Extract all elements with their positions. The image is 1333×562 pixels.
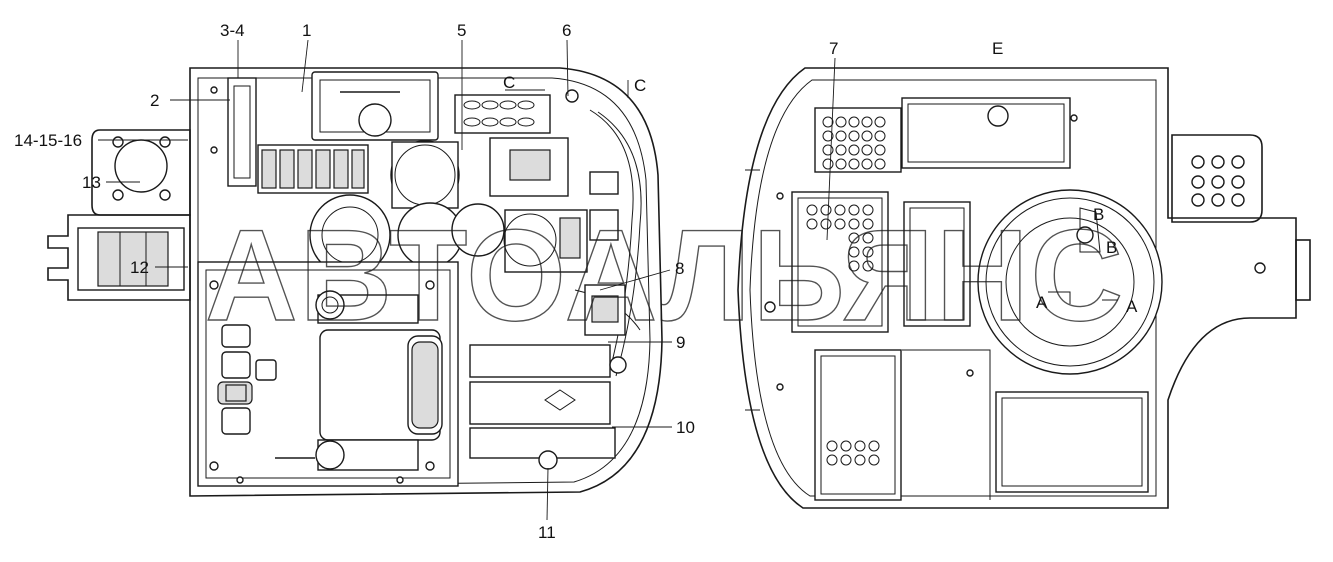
callout-9: 9 <box>676 333 685 352</box>
callout-6: 6 <box>562 21 571 40</box>
right-rear-bracket <box>1171 134 1263 223</box>
mounting-plate <box>227 77 257 187</box>
callout-13: 13 <box>82 173 101 192</box>
view-mark-e: E <box>992 39 1003 58</box>
callout-14-15-16: 14-15-16 <box>14 131 82 150</box>
watermark-text: АВТОАЛЬЯНС <box>205 202 1125 348</box>
leader-lines <box>98 39 836 521</box>
section-mark-a-right: A <box>1126 297 1138 316</box>
pedal-cluster <box>217 324 277 435</box>
section-mark-c-right: C <box>634 76 646 95</box>
callout-7: 7 <box>829 39 838 58</box>
rear-bracket-holes <box>1191 155 1245 207</box>
lower-left-panel <box>814 349 902 501</box>
transmission-housing <box>469 344 611 378</box>
callout-2: 2 <box>150 91 159 110</box>
section-mark-a-left: A <box>1036 293 1048 312</box>
callout-11: 11 <box>538 523 556 542</box>
callout-3-4: 3-4 <box>220 21 245 40</box>
vent-grid-mid <box>806 204 874 272</box>
callout-labels: 1 3-4 2 14-15-16 13 12 5 6 7 8 9 10 11 <box>14 21 838 542</box>
lower-right-panel <box>995 391 1149 493</box>
right-view <box>737 67 1311 509</box>
right-frame-outline <box>737 67 1297 509</box>
callout-10: 10 <box>676 418 695 437</box>
left-tow-hitch <box>47 214 191 301</box>
left-frame-outline <box>189 67 663 497</box>
section-mark-b-top: B <box>1093 205 1104 224</box>
section-mark-b-bottom: B <box>1106 238 1117 257</box>
callout-8: 8 <box>675 259 684 278</box>
left-view <box>47 67 663 497</box>
section-marks: E C C B B A A <box>503 39 1138 316</box>
valve-bank <box>257 144 369 194</box>
callout-12: 12 <box>130 258 149 277</box>
callout-5: 5 <box>457 21 466 40</box>
vent-grid-bottom <box>826 440 880 466</box>
section-mark-c-left: C <box>503 73 515 92</box>
callout-1: 1 <box>302 21 311 40</box>
top-cover-panel <box>901 97 1071 169</box>
slewing-ring <box>977 189 1163 375</box>
vent-grid-top <box>822 116 886 170</box>
